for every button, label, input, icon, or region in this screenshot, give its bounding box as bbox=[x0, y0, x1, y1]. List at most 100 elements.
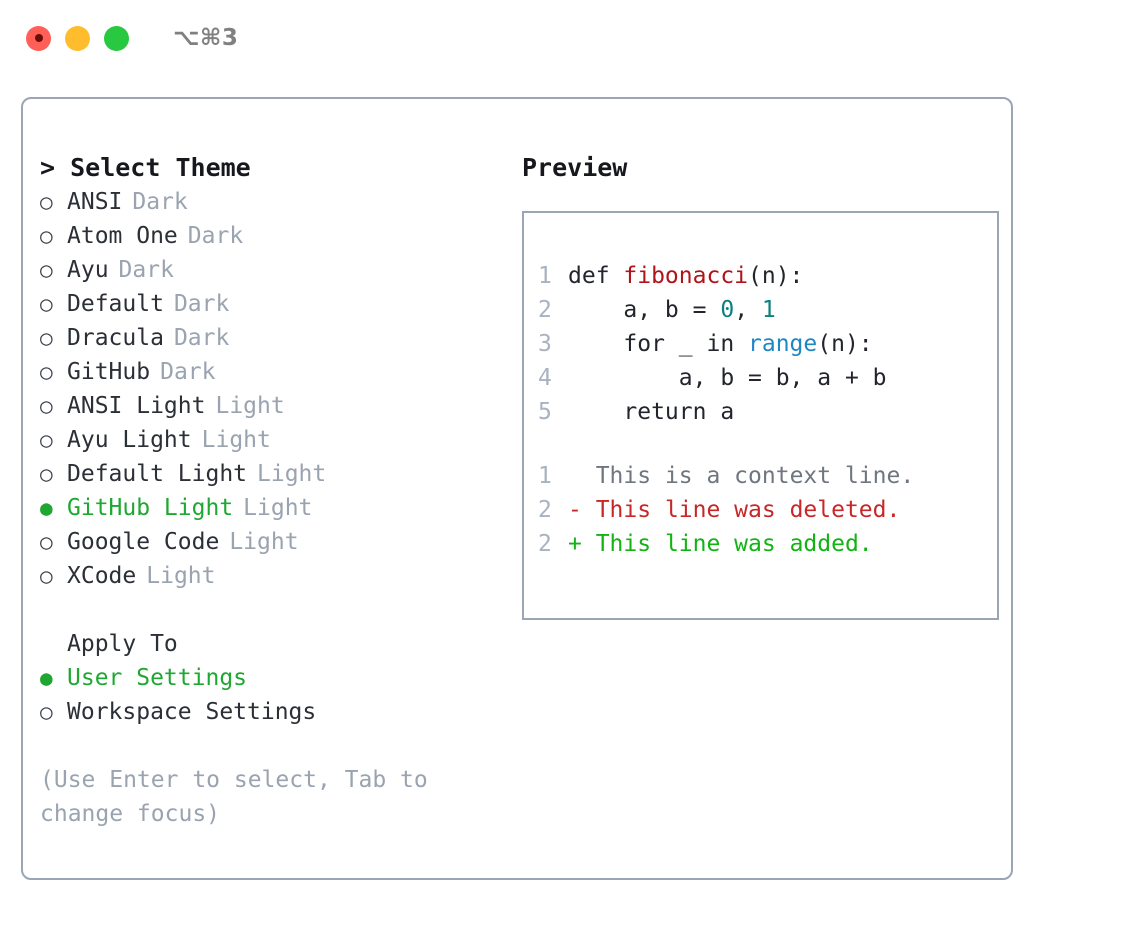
theme-category-label: Dark bbox=[160, 359, 216, 385]
diff-sample: 1 This is a context line.2- This line wa… bbox=[538, 459, 997, 561]
radio-selected-icon: ● bbox=[40, 666, 53, 690]
theme-option-label: GitHub Light bbox=[67, 495, 234, 521]
theme-option-label: Default bbox=[67, 291, 164, 317]
code-line-content: return a bbox=[568, 395, 734, 429]
diff-line-content: This is a context line. bbox=[581, 463, 915, 489]
code-token-kw: for _ in bbox=[568, 331, 749, 357]
theme-category-label: Dark bbox=[173, 291, 230, 317]
theme-option-xcode[interactable]: ○ XCode Light bbox=[40, 559, 502, 593]
theme-category-label: Light bbox=[146, 563, 216, 589]
diff-line-deleted: 2- This line was deleted. bbox=[538, 493, 997, 527]
code-token-num: 0 bbox=[720, 297, 735, 323]
code-diff-gap bbox=[538, 429, 997, 459]
radio-unselected-icon: ○ bbox=[40, 326, 53, 350]
code-line: 5 return a bbox=[538, 395, 997, 429]
theme-option-label: GitHub bbox=[67, 359, 151, 385]
radio-unselected-icon: ○ bbox=[40, 530, 53, 554]
code-line-number: 2 bbox=[538, 297, 552, 323]
theme-option-github[interactable]: ○ GitHub Dark bbox=[40, 355, 502, 389]
radio-unselected-icon: ○ bbox=[40, 428, 53, 452]
apply-to-header: Apply To bbox=[67, 631, 178, 657]
code-line-number: 4 bbox=[538, 365, 552, 391]
radio-unselected-icon: ○ bbox=[40, 564, 53, 588]
radio-unselected-icon: ○ bbox=[40, 292, 53, 316]
theme-category-label: Light bbox=[229, 529, 299, 555]
apply-to-option-list[interactable]: ● User Settings ○ Workspace Settings bbox=[40, 661, 502, 729]
theme-category-label: Light bbox=[243, 495, 313, 521]
diff-line-number: 1 bbox=[538, 463, 552, 489]
code-line: 4 a, b = b, a + b bbox=[538, 361, 997, 395]
theme-option-label: Google Code bbox=[67, 529, 220, 555]
code-line: 2 a, b = 0, 1 bbox=[538, 293, 997, 327]
preview-header: Preview bbox=[522, 153, 628, 182]
keyboard-hint-text: (Use Enter to select, Tab to change focu… bbox=[40, 767, 428, 827]
radio-unselected-icon: ○ bbox=[40, 394, 53, 418]
theme-option-label: Dracula bbox=[67, 325, 164, 351]
diff-line-context: 1 This is a context line. bbox=[538, 459, 997, 493]
apply-to-option-label: User Settings bbox=[67, 665, 248, 691]
code-token-plain: a, b = b, a + b bbox=[568, 365, 887, 391]
theme-category-label: Dark bbox=[173, 325, 230, 351]
code-token-kw: def bbox=[568, 263, 624, 289]
minimize-window-button[interactable] bbox=[65, 25, 90, 51]
theme-option-github-light[interactable]: ● GitHub Light Light bbox=[40, 491, 502, 525]
diff-line-content: This line was deleted. bbox=[581, 497, 901, 523]
code-line-content: for _ in range(n): bbox=[568, 327, 873, 361]
code-line-number: 1 bbox=[538, 263, 552, 289]
radio-selected-icon: ● bbox=[40, 496, 53, 520]
theme-option-dracula[interactable]: ○ Dracula Dark bbox=[40, 321, 502, 355]
code-token-builtin: range bbox=[748, 331, 818, 357]
code-line-number: 3 bbox=[538, 331, 552, 357]
code-token-plain: (n): bbox=[748, 263, 804, 289]
diff-line-content: This line was added. bbox=[581, 531, 873, 557]
diff-line-number: 2 bbox=[538, 531, 552, 557]
theme-option-google-code[interactable]: ○ Google Code Light bbox=[40, 525, 502, 559]
theme-category-label: Dark bbox=[187, 223, 244, 249]
select-theme-header: > Select Theme bbox=[40, 153, 251, 182]
radio-unselected-icon: ○ bbox=[40, 190, 53, 214]
code-token-plain: , bbox=[734, 297, 762, 323]
radio-unselected-icon: ○ bbox=[40, 462, 53, 486]
diff-marker-icon bbox=[568, 459, 582, 493]
code-line-content: a, b = b, a + b bbox=[568, 361, 887, 395]
code-token-func: fibonacci bbox=[623, 263, 749, 289]
diff-marker-icon: + bbox=[568, 531, 582, 557]
apply-to-option-user-settings[interactable]: ● User Settings bbox=[40, 661, 502, 695]
radio-unselected-icon: ○ bbox=[40, 360, 53, 384]
theme-option-default[interactable]: ○ Default Dark bbox=[40, 287, 502, 321]
close-window-button[interactable] bbox=[26, 25, 51, 51]
theme-option-label: XCode bbox=[67, 563, 137, 589]
radio-unselected-icon: ○ bbox=[40, 700, 53, 724]
theme-category-label: Light bbox=[201, 427, 271, 453]
apply-to-option-workspace-settings[interactable]: ○ Workspace Settings bbox=[40, 695, 502, 729]
code-token-kw: return a bbox=[568, 399, 735, 425]
code-line: 1 def fibonacci(n): bbox=[538, 259, 997, 293]
code-line-content: def fibonacci(n): bbox=[568, 259, 803, 293]
code-token-num: 1 bbox=[761, 297, 776, 323]
theme-option-label: ANSI Light bbox=[67, 393, 206, 419]
diff-line-added: 2 + This line was added. bbox=[538, 527, 997, 561]
code-token-plain: (n): bbox=[817, 331, 873, 357]
maximize-window-button[interactable] bbox=[104, 25, 129, 51]
theme-option-label: ANSI bbox=[67, 189, 123, 215]
code-line-number: 5 bbox=[538, 399, 552, 425]
diff-line-number: 2 bbox=[538, 497, 552, 523]
apply-to-option-label: Workspace Settings bbox=[67, 699, 317, 725]
theme-option-label: Default Light bbox=[67, 461, 248, 487]
close-icon bbox=[34, 34, 43, 42]
diff-marker-icon: - bbox=[568, 497, 582, 523]
code-line-content: a, b = 0, 1 bbox=[568, 293, 776, 327]
theme-category-label: Dark bbox=[118, 257, 174, 283]
